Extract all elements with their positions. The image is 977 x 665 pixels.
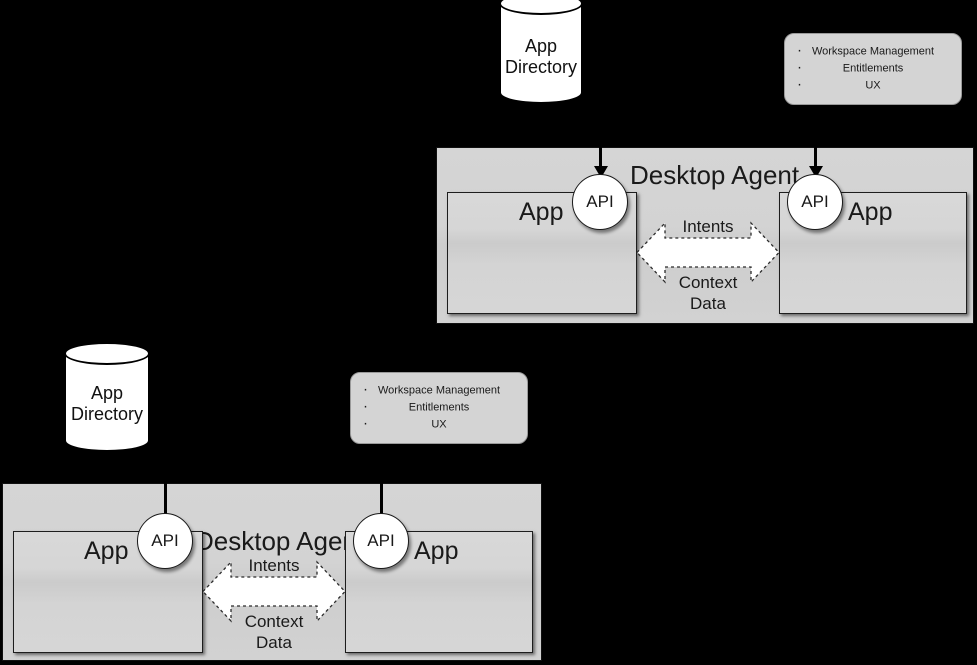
capability-list: Workspace Management Entitlements UX <box>793 42 953 95</box>
api-circle-left: API <box>137 513 193 569</box>
context-data-label-line2: Data <box>256 633 292 652</box>
capability-card: Workspace Management Entitlements UX <box>784 33 962 105</box>
cylinder-body <box>499 3 583 93</box>
intents-context-arrow <box>202 558 346 625</box>
cylinder-top-ellipse <box>64 342 150 365</box>
api-circle-left: API <box>572 174 628 230</box>
capability-card: Workspace Management Entitlements UX <box>350 372 528 444</box>
capability-item: UX <box>793 76 953 95</box>
capability-item: Workspace Management <box>359 381 519 400</box>
app-directory-label-line1: App <box>524 35 558 56</box>
api-circle-right: API <box>353 513 409 569</box>
directory-to-api-arrow-left <box>599 105 602 167</box>
app-label-left: App <box>84 537 129 565</box>
capability-item: Entitlements <box>359 398 519 417</box>
capability-item: Workspace Management <box>793 42 953 61</box>
capability-list: Workspace Management Entitlements UX <box>359 381 519 434</box>
fdc3-diagram-bottom: App Directory Workspace Management Entit… <box>0 330 977 665</box>
capability-to-api-arrow-right <box>814 105 817 167</box>
desktop-agent-title: Desktop Agent <box>195 526 365 556</box>
api-circle-right: API <box>787 174 843 230</box>
api-circle-left-label: API <box>586 192 614 211</box>
app-directory-cylinder: App Directory <box>64 342 150 452</box>
context-data-label: Context Data <box>203 611 345 653</box>
app-directory-label: App Directory <box>499 36 583 78</box>
intents-label: Intents <box>248 556 300 575</box>
intents-context-arrow <box>636 219 780 286</box>
app-directory-label: App Directory <box>64 383 150 425</box>
api-circle-right-label: API <box>801 192 829 211</box>
context-data-label: Context Data <box>637 272 779 314</box>
context-data-label-line1: Context <box>678 273 738 292</box>
app-label-right: App <box>848 198 893 226</box>
app-directory-label-line2: Directory <box>504 56 577 77</box>
directory-to-api-arrow-left <box>164 471 167 533</box>
capability-to-api-arrow-right <box>380 471 383 533</box>
capability-item: UX <box>359 415 519 434</box>
app-directory-label-line1: App <box>90 382 124 403</box>
fdc3-diagram-top: App Directory Workspace Management Entit… <box>0 0 977 330</box>
context-data-label-line1: Context <box>244 612 304 631</box>
cylinder-body <box>64 353 150 441</box>
api-circle-left-label: API <box>151 531 179 550</box>
app-box-right <box>779 192 967 314</box>
api-circle-right-label: API <box>367 531 395 550</box>
capability-item: Entitlements <box>793 59 953 78</box>
app-label-left: App <box>519 198 564 226</box>
intents-label: Intents <box>682 217 734 236</box>
context-data-label-line2: Data <box>690 294 726 313</box>
app-directory-cylinder: App Directory <box>499 0 583 104</box>
app-directory-label-line2: Directory <box>70 403 143 424</box>
app-label-right: App <box>414 537 459 565</box>
desktop-agent-title: Desktop Agent <box>630 160 800 190</box>
